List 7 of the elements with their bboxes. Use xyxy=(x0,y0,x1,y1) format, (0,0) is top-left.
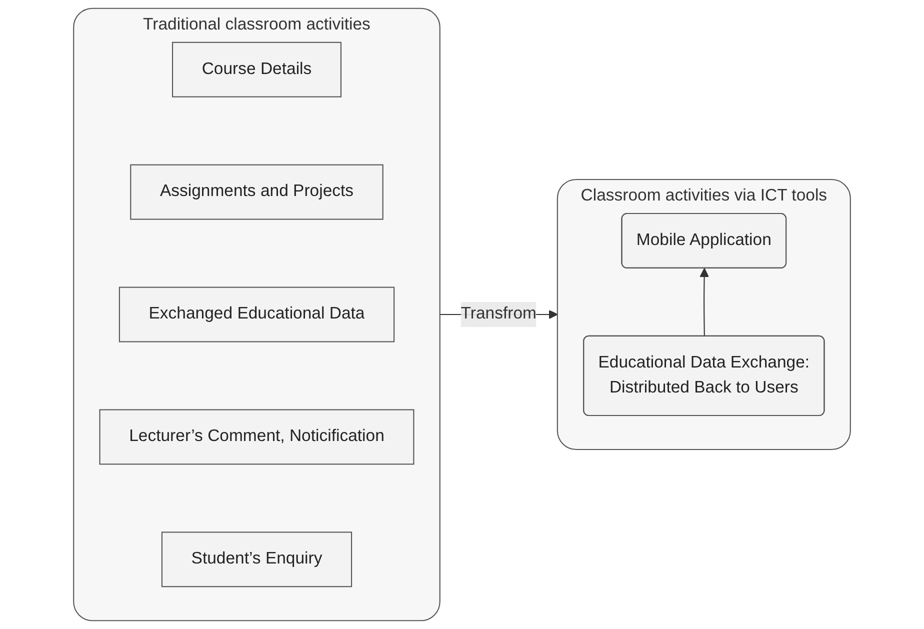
node-box: Course Details xyxy=(172,42,342,98)
node-box: Exchanged Educational Data xyxy=(118,286,395,342)
edge-label: Transfrom xyxy=(460,305,536,323)
arrow xyxy=(700,268,709,336)
node-box: Assignments and Projects xyxy=(130,164,384,220)
node-box: Student’s Enquiry xyxy=(161,532,352,588)
node-box: Lecturer’s Comment, Noticification xyxy=(99,409,414,465)
